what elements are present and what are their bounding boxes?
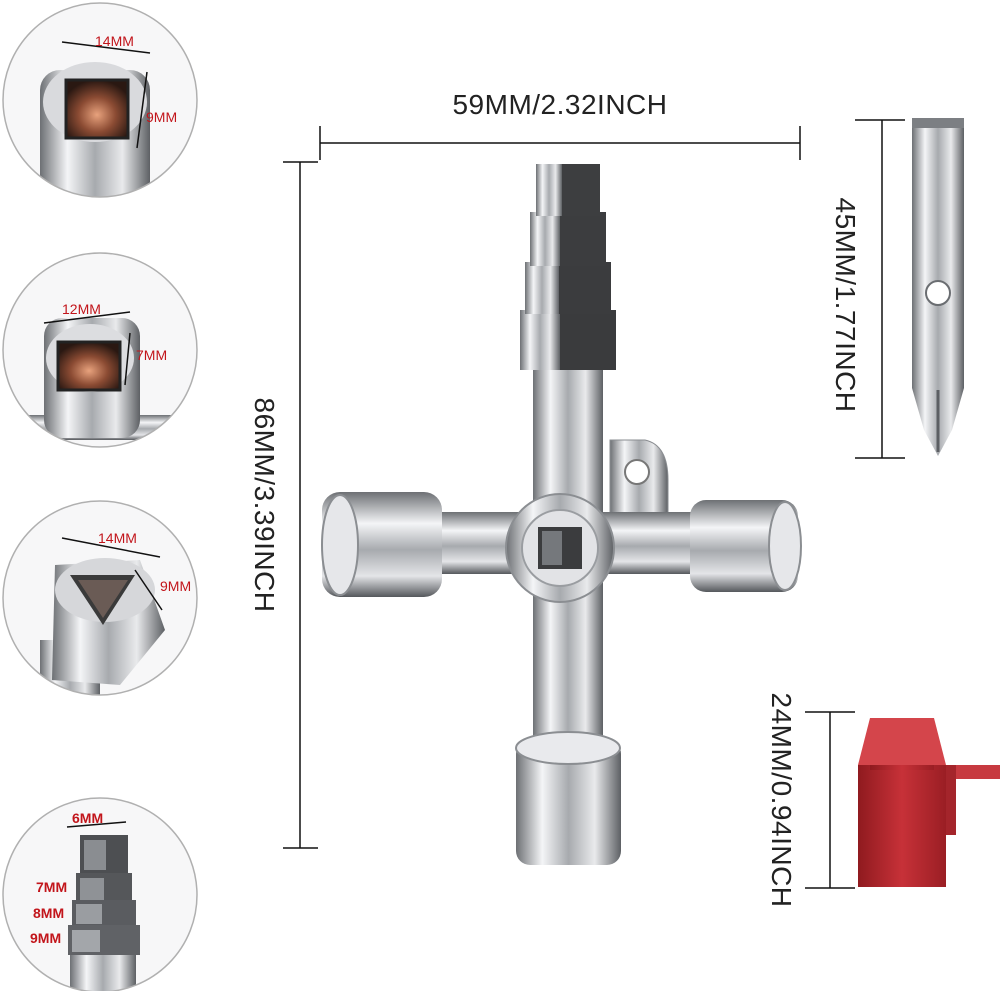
callout-circle-border — [2, 252, 198, 448]
callout-2-dimensions — [43, 311, 131, 386]
callout-3-width: 14MM — [98, 530, 137, 546]
cross-key-tool — [321, 164, 802, 865]
main-dimension-lines — [283, 119, 905, 889]
callout-2-width: 12MM — [62, 301, 101, 317]
red-adapter — [858, 718, 1000, 887]
callout-square-socket-large — [3, 3, 197, 197]
callout-4-dimension-line — [66, 821, 127, 828]
callout-circle-border — [2, 797, 198, 991]
callout-3-height: 9MM — [160, 578, 191, 594]
width-dimension-label: 59MM/2.32INCH — [452, 89, 667, 120]
callout-2-height: 7MM — [136, 347, 167, 363]
callout-4-width: 6MM — [72, 810, 103, 826]
callout-4-step-3: 9MM — [30, 930, 61, 946]
bit-length-label: 45MM/1.77INCH — [830, 197, 861, 412]
callout-stepped-key — [3, 798, 197, 991]
callout-triangle-socket — [3, 501, 197, 695]
callout-circle-border — [2, 2, 198, 198]
height-dimension-label: 86MM/3.39INCH — [249, 397, 280, 612]
callout-1-dimensions — [61, 41, 151, 149]
callout-1-height: 9MM — [146, 109, 177, 125]
adapter-height-label: 24MM/0.94INCH — [766, 692, 797, 907]
callout-circle-border — [2, 500, 198, 696]
callout-square-socket-small — [3, 253, 197, 447]
callout-4-step-1: 7MM — [36, 879, 67, 895]
callout-4-step-2: 8MM — [33, 905, 64, 921]
screwdriver-bit — [912, 118, 964, 456]
callout-3-dimensions — [61, 537, 163, 611]
callout-1-width: 14MM — [95, 33, 134, 49]
